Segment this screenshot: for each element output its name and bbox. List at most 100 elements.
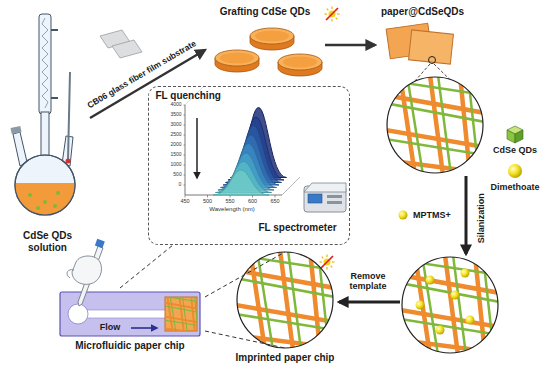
petri-dish (255, 31, 289, 42)
annotation-label-holder: 2500 (170, 132, 182, 138)
silanized-zoom-circle (416, 301, 425, 310)
annotation-label-holder: 600 (248, 198, 258, 204)
annotation-label: 650 (270, 198, 280, 204)
node-label: Microfluidic paper chip (55, 340, 205, 352)
silanized-zoom-circle (426, 276, 435, 285)
reflux-flask (10, 126, 21, 134)
node-label-holder: FL spectrometer (248, 222, 348, 234)
glass-fiber-sheet (100, 30, 142, 58)
node-label-holder: Microfluidic paper chip (55, 340, 205, 352)
fl-spectrometer-drawing (327, 195, 342, 198)
paper-chip-drawing (165, 297, 197, 331)
annotation-label-holder: 1500 (170, 152, 182, 158)
edge-label-holder: CB06 glass fiber film substrate (86, 39, 199, 112)
node-label: paper@CdSeQDs (370, 6, 475, 18)
fl-spectrometer-drawing (304, 183, 346, 192)
imprinted-zoom-circle (235, 250, 335, 350)
reflux-flask (53, 204, 57, 208)
annotation-label-holder: 4000 (170, 102, 182, 108)
process-arrow (339, 176, 466, 302)
silanized-zoom-circle (436, 326, 445, 335)
paper-chip-drawing (165, 297, 197, 331)
annotation-label: Wavelength (nm) (209, 206, 255, 213)
fl-spectrum-chart (275, 195, 276, 198)
fl-spectrum-chart (185, 105, 186, 195)
pipette-hand (72, 256, 102, 284)
petri-dish (283, 57, 317, 68)
petri-dish (250, 28, 294, 44)
legend-label-holder: CdSe QDs (493, 145, 538, 155)
petri-stage: Grafting CdSe QDs (205, 4, 325, 78)
flask-stage: CdSe QDs solution (5, 10, 90, 260)
reflux-flask (56, 191, 60, 195)
fl-spectrum-chart (184, 165, 186, 166)
annotation-label-holder: Silanization (476, 193, 486, 244)
glass-fiber-sheet (112, 40, 142, 58)
reflux-flask (28, 193, 32, 197)
node-label: CdSe QDs solution (5, 230, 90, 253)
reflux-flask (68, 72, 70, 160)
dashed-connector (120, 245, 173, 288)
imprinted-zoom-circle (235, 250, 335, 350)
node-label-holder: Flow (93, 322, 127, 332)
process-arrow (339, 301, 400, 304)
annotation-label: 500 (203, 198, 213, 204)
qd-cube (507, 126, 523, 143)
annotation-label-holder: 1000 (170, 162, 182, 168)
fl-spectrum-chart (184, 125, 186, 126)
fiber-zoom-circle (387, 77, 483, 173)
silanized-zoom-circle (461, 269, 470, 278)
legend-label: CdSe QDs (493, 145, 538, 155)
pipette-hand (95, 239, 105, 248)
imprinted-circle: Imprinted paper chip (237, 252, 333, 348)
annotation-label-holder: 550 (225, 198, 235, 204)
paper-stage: paper@CdSeQDs (375, 4, 470, 70)
reflux-flask (39, 14, 51, 114)
silanized-zoom-circle (466, 316, 475, 325)
annotation-label: 1000 (170, 162, 182, 168)
annotation-label: 4000 (170, 102, 182, 108)
paper-chip-drawing (68, 304, 88, 324)
annotation-label: 2000 (170, 142, 182, 148)
annotation-label-holder: Wavelength (nm) (209, 206, 255, 213)
silanized-zoom-circle (400, 255, 500, 355)
fl-spectrometer-drawing (308, 194, 322, 203)
node-label: Flow (93, 322, 127, 332)
annotation-label-holder: 500 (203, 198, 213, 204)
reflux-flask (13, 132, 27, 166)
annotation-label-holder: 3500 (170, 112, 182, 118)
fl-spectrum-chart (184, 135, 186, 136)
annotation-label-holder: 3000 (170, 122, 182, 128)
annotation-label: Silanization (476, 193, 486, 244)
annotation-label: 600 (248, 198, 258, 204)
fl-spectrometer-drawing (304, 183, 346, 212)
fl-spectrum-chart (184, 115, 186, 116)
annotation-label: MPTMS+ (413, 210, 452, 220)
node-label-holder: Grafting CdSe QDs (205, 6, 325, 18)
fl-spectrum-chart (196, 118, 198, 178)
dashed-connector (205, 252, 285, 348)
fiber-zoom-circle (385, 75, 485, 175)
annotation-label: 500 (173, 172, 182, 178)
annotation-label: 3500 (170, 112, 182, 118)
petri-dish (278, 54, 322, 70)
fl-spectrometer-drawing (327, 201, 342, 204)
qd-cube (507, 130, 515, 143)
annotation-label: 2500 (170, 132, 182, 138)
annotation-label: 0 (178, 182, 182, 188)
no-light-symbol (320, 255, 335, 270)
silanized-zoom-circle (400, 255, 500, 355)
node-label: Grafting CdSe QDs (205, 6, 325, 18)
annotation-label: 550 (225, 198, 235, 204)
node-label-holder: Imprinted paper chip (225, 352, 345, 364)
qd-cube (515, 130, 523, 143)
node-label-holder: FL quenching (156, 90, 276, 102)
imprinted-zoom-circle (235, 250, 335, 350)
fl-spectrum-chart (184, 185, 186, 186)
annotation-label-holder: 2000 (170, 142, 182, 148)
fl-spectrum-chart (184, 87, 301, 198)
reflux-flask (36, 206, 40, 210)
